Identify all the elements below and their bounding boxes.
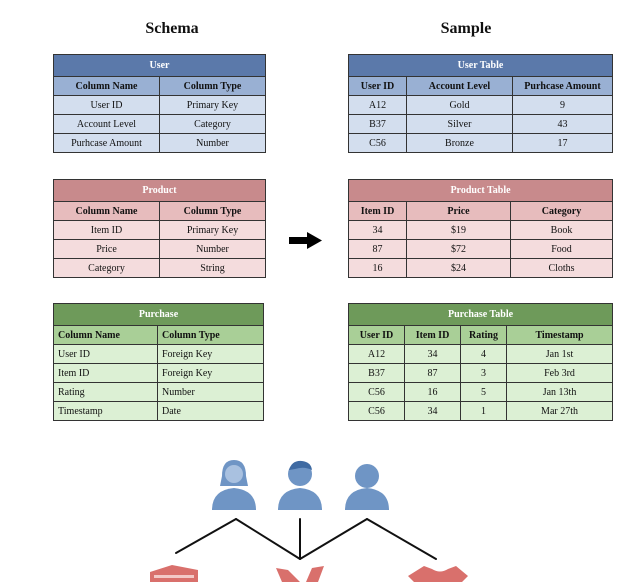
- table-row: C56 Bronze 17: [348, 133, 614, 153]
- column-header: User ID: [348, 76, 407, 96]
- table-row: 87 $72 Food: [348, 239, 614, 259]
- table-row: A12 Gold 9: [348, 95, 614, 115]
- book-icon: [150, 565, 198, 582]
- table-cell: Date: [156, 401, 265, 421]
- sample-heading: Sample: [440, 20, 492, 37]
- table-cell: Jan 13th: [505, 382, 614, 402]
- table-cell: User ID: [53, 95, 160, 115]
- column-header: Column Name: [53, 76, 160, 96]
- table-cell: Jan 1st: [505, 344, 614, 364]
- sample-product-table: Product Table Item ID Price Category 34 …: [347, 179, 614, 278]
- table-cell: Cloths: [509, 258, 614, 278]
- schema-purchase-table: Purchase Column Name Column Type User ID…: [52, 303, 265, 421]
- table-row: Item ID Foreign Key: [53, 363, 265, 383]
- shirt-icon: [408, 566, 468, 582]
- table-row: B37 Silver 43: [348, 114, 614, 134]
- table-cell: Gold: [406, 95, 513, 115]
- table-row: Account Level Category: [53, 114, 266, 134]
- table-cell: Number: [156, 382, 265, 402]
- user-icon: [345, 464, 389, 510]
- table-row: Item ID Primary Key: [53, 220, 267, 240]
- table-row: Purhcase Amount Number: [53, 133, 266, 153]
- table-row: Category String: [53, 258, 267, 278]
- table-cell: String: [158, 258, 267, 278]
- table-cell: A12: [348, 95, 407, 115]
- table-title: User: [53, 54, 266, 77]
- table-cell: Feb 3rd: [505, 363, 614, 383]
- table-cell: $72: [406, 239, 511, 259]
- column-header: Column Type: [158, 201, 267, 221]
- column-header: Column Name: [53, 325, 158, 345]
- table-cell: Account Level: [53, 114, 160, 134]
- table-cell: Primary Key: [158, 220, 267, 240]
- table-cell: 17: [511, 133, 614, 153]
- table-cell: 34: [348, 220, 407, 240]
- table-row: Timestamp Date: [53, 401, 265, 421]
- right-arrow-icon: [289, 232, 322, 249]
- table-cell: Category: [159, 114, 266, 134]
- table-cell: Category: [53, 258, 160, 278]
- user-male-icon: [278, 460, 322, 510]
- food-icon: [276, 566, 324, 582]
- table-cell: 9: [511, 95, 614, 115]
- table-cell: 34: [404, 401, 461, 421]
- table-row: A12 34 4 Jan 1st: [348, 344, 614, 364]
- schema-product-table: Product Column Name Column Type Item ID …: [52, 179, 267, 278]
- table-cell: Purhcase Amount: [53, 133, 160, 153]
- table-cell: 1: [460, 401, 507, 421]
- table-cell: Primary Key: [159, 95, 266, 115]
- sample-purchase-table: Purchase Table User ID Item ID Rating Ti…: [347, 303, 614, 421]
- column-header: Item ID: [404, 325, 461, 345]
- schema-heading: Schema: [145, 20, 199, 37]
- table-cell: A12: [348, 344, 405, 364]
- table-cell: Item ID: [53, 363, 158, 383]
- column-header: Category: [509, 201, 614, 221]
- schema-user-table: User Column Name Column Type User ID Pri…: [53, 54, 266, 153]
- table-row: C56 34 1 Mar 27th: [348, 401, 614, 421]
- table-cell: 16: [348, 258, 407, 278]
- column-header: Item ID: [348, 201, 407, 221]
- table-cell: Item ID: [53, 220, 160, 240]
- column-header: Account Level: [406, 76, 513, 96]
- table-cell: Mar 27th: [505, 401, 614, 421]
- table-title: User Table: [347, 54, 614, 77]
- sample-user-table: User Table User ID Account Level Purhcas…: [347, 54, 614, 153]
- table-row: B37 87 3 Feb 3rd: [348, 363, 614, 383]
- column-header: Timestamp: [505, 325, 614, 345]
- column-header: Purhcase Amount: [511, 76, 614, 96]
- user-female-icon: [212, 460, 256, 510]
- table-cell: Bronze: [406, 133, 513, 153]
- table-cell: 43: [511, 114, 614, 134]
- table-row: 16 $24 Cloths: [348, 258, 614, 278]
- table-cell: Food: [509, 239, 614, 259]
- table-cell: B37: [348, 114, 407, 134]
- column-header: User ID: [348, 325, 405, 345]
- table-row: User ID Primary Key: [53, 95, 266, 115]
- table-row: 34 $19 Book: [348, 220, 614, 240]
- table-cell: C56: [348, 133, 407, 153]
- column-header: Column Type: [159, 76, 266, 96]
- connector-lines: [175, 518, 437, 560]
- table-cell: Number: [159, 133, 266, 153]
- column-header: Rating: [460, 325, 507, 345]
- column-header: Column Name: [53, 201, 160, 221]
- table-cell: $24: [406, 258, 511, 278]
- table-cell: 16: [404, 382, 461, 402]
- table-cell: Timestamp: [53, 401, 158, 421]
